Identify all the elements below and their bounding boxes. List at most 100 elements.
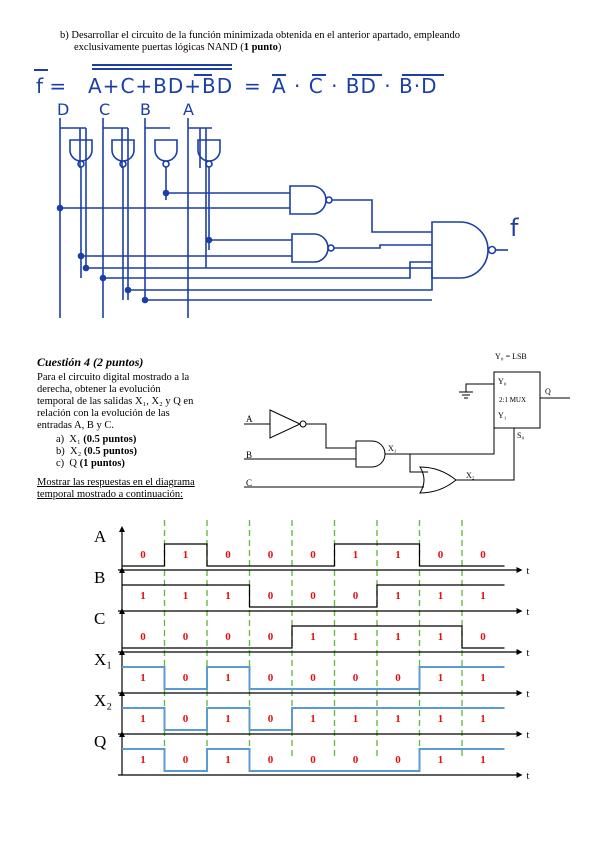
q4-item-c: c) Q (1 puntos) [56, 458, 125, 469]
signal-name-1: B [94, 568, 105, 587]
value-4-8: 1 [480, 713, 486, 725]
nand-output-f: f [510, 214, 519, 242]
axis-t-label-4: t [527, 730, 530, 741]
value-2-1: 0 [183, 631, 189, 643]
mux-circuit [244, 371, 570, 494]
value-4-2: 1 [225, 713, 231, 725]
middle-overbar-1 [92, 64, 232, 66]
value-1-7: 1 [438, 590, 444, 602]
signal-name-4: X₂ [94, 691, 112, 710]
axis-arrow-4 [516, 731, 523, 737]
value-0-3: 0 [268, 549, 274, 561]
lhs-overbar [34, 69, 48, 71]
vaxis-arrow-0 [119, 526, 125, 532]
value-0-1: 1 [183, 549, 189, 561]
nand-circuit [56, 118, 508, 318]
value-4-1: 0 [183, 713, 189, 725]
value-1-1: 1 [183, 590, 189, 602]
value-0-6: 1 [395, 549, 401, 561]
value-0-8: 0 [480, 549, 486, 561]
equation-middle: A+C+BD+BD [88, 74, 234, 98]
mux-y1: Y₁ [498, 411, 507, 420]
value-4-0: 1 [140, 713, 146, 725]
signal-name-5: Q [94, 732, 106, 751]
bd-overbar [194, 74, 212, 76]
axis-arrow-5 [516, 772, 523, 778]
equation-rhs: A · C · BD · B·D [272, 74, 438, 98]
value-5-2: 1 [225, 754, 231, 766]
q4-title: Cuestión 4 (2 puntos) [37, 355, 144, 369]
value-5-7: 1 [438, 754, 444, 766]
value-3-1: 0 [183, 672, 189, 684]
value-2-7: 1 [438, 631, 444, 643]
value-3-4: 0 [310, 672, 316, 684]
value-1-0: 1 [140, 590, 146, 602]
value-1-3: 0 [268, 590, 274, 602]
vaxis-arrow-1 [119, 567, 125, 573]
waveform-2 [122, 625, 505, 649]
mux-lsb-label: Y₀ = LSB [495, 352, 527, 361]
value-1-8: 1 [480, 590, 486, 602]
nand-input-c: C [99, 100, 111, 119]
value-2-3: 0 [268, 631, 274, 643]
axis-arrow-0 [516, 567, 523, 573]
value-5-0: 1 [140, 754, 146, 766]
circuit-c-label: C [246, 478, 253, 488]
value-3-7: 1 [438, 672, 444, 684]
value-2-5: 1 [353, 631, 359, 643]
value-5-1: 0 [183, 754, 189, 766]
value-5-5: 0 [353, 754, 359, 766]
value-0-5: 1 [353, 549, 359, 561]
circuit-b-label: B [246, 450, 253, 460]
section-b-points: 1 punto [243, 42, 278, 53]
waveform-1 [122, 584, 505, 608]
value-2-6: 1 [395, 631, 401, 643]
circuit-x1-label: X₁ [388, 444, 397, 453]
value-4-5: 1 [353, 713, 359, 725]
value-5-6: 0 [395, 754, 401, 766]
nand-input-a: A [183, 100, 194, 119]
value-2-8: 0 [480, 631, 486, 643]
value-1-4: 0 [310, 590, 316, 602]
value-3-6: 0 [395, 672, 401, 684]
axis-t-label-5: t [527, 771, 530, 782]
value-3-2: 1 [225, 672, 231, 684]
rhs-bd-bar [352, 74, 382, 76]
vaxis-arrow-2 [119, 608, 125, 614]
rhs-b-d-bar [402, 74, 444, 76]
equation-equals: = [244, 74, 261, 98]
value-1-6: 1 [395, 590, 401, 602]
nand-input-d: D [57, 100, 70, 119]
rhs-c-bar [312, 74, 326, 76]
axis-t-label-1: t [527, 607, 530, 618]
value-3-5: 0 [353, 672, 359, 684]
axis-t-label-3: t [527, 689, 530, 700]
axis-arrow-1 [516, 608, 523, 614]
axis-arrow-2 [516, 649, 523, 655]
waveform-0 [122, 543, 505, 567]
section-b-line1: b) Desarrollar el circuito de la función… [60, 30, 460, 41]
waveform-3 [122, 666, 505, 690]
mux-name: 2:1 MUX [499, 396, 527, 404]
value-4-3: 0 [268, 713, 274, 725]
value-5-3: 0 [268, 754, 274, 766]
axis-t-label-0: t [527, 566, 530, 577]
value-0-2: 0 [225, 549, 231, 561]
value-2-2: 0 [225, 631, 231, 643]
value-4-7: 1 [438, 713, 444, 725]
signal-name-2: C [94, 609, 105, 628]
axis-t-label-2: t [527, 648, 530, 659]
q4-item-b: b) X₂ (0.5 puntos) [56, 446, 137, 457]
nand-input-b: B [140, 100, 151, 119]
value-5-8: 1 [480, 754, 486, 766]
value-4-6: 1 [395, 713, 401, 725]
value-0-4: 0 [310, 549, 316, 561]
signal-name-3: X₁ [94, 650, 112, 669]
q4-item-a: a) X₁ (0.5 puntos) [56, 434, 137, 445]
circuit-x2-label: X₂ [466, 471, 475, 480]
value-1-5: 0 [353, 590, 359, 602]
value-2-0: 0 [140, 631, 146, 643]
equation-lhs: f = [36, 74, 67, 98]
waveform-4 [122, 707, 505, 731]
